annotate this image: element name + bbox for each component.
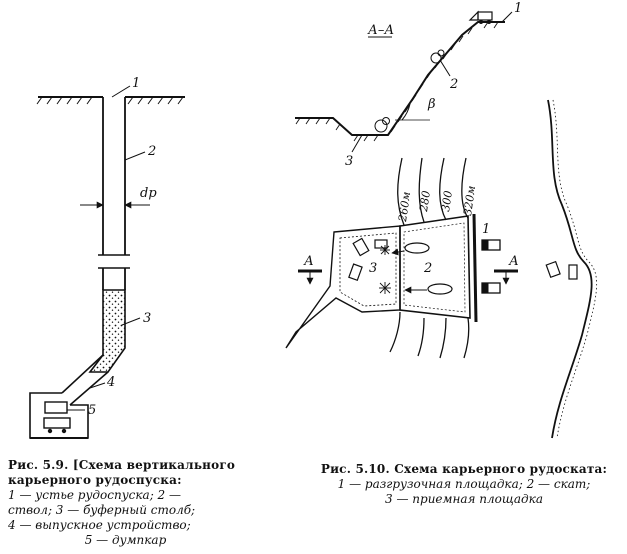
figure-5-9-legend-line-2: ствол; 3 — буферный столб;: [8, 503, 196, 517]
contour-280: [417, 157, 425, 357]
plan-view-figure: [285, 99, 597, 439]
section-label-chute: 2: [449, 77, 458, 92]
profile-hatching: [295, 21, 499, 142]
label-shaft: 2: [147, 144, 156, 159]
figure-5-10-title: Рис. 5.10. Схема карьерного рудоската:: [320, 462, 608, 476]
label-diameter: dр: [140, 186, 157, 201]
contour-260: [389, 157, 405, 353]
buffer-column: [88, 289, 126, 373]
impact-mark-upper: [380, 245, 390, 255]
section-label-receiving: 3: [345, 154, 353, 169]
label-outlet-device: 4: [106, 375, 115, 390]
side-profile-outer: [547, 99, 593, 439]
contour-label-320: 320м: [461, 185, 478, 217]
figure-5-9-legend-line-3: 4 — выпускное устройство;: [8, 518, 191, 532]
slope-angle-arc: [401, 103, 411, 121]
figure-5-9-legend-line-1: 1 — устье рудоспуска; 2 —: [8, 488, 182, 502]
receiving-platform-outline: [285, 225, 401, 349]
outlet-wall-right: [69, 371, 109, 406]
slope-profile: [295, 21, 505, 136]
truck-on-platform: [477, 11, 493, 21]
side-truck-1: [545, 260, 561, 279]
leader-2: [124, 151, 146, 161]
ore-cluster-2: [427, 283, 453, 295]
figure-5-10-legend-line-1: 1 — разгрузочная площадка; 2 — скат;: [337, 477, 591, 491]
chute-inner: [403, 222, 466, 313]
chute-outline: [399, 215, 471, 319]
receiving-platform-inner: [339, 232, 397, 307]
dump-car: [43, 417, 71, 429]
discharge-device: [44, 401, 68, 414]
ore-heap-mid: [430, 52, 442, 64]
outlet-wall-left: [61, 354, 104, 394]
label-wellhead: 1: [132, 76, 140, 91]
truck-receiving-2: [348, 263, 363, 282]
impact-mark-lower: [379, 282, 391, 294]
label-buffer-column: 3: [143, 311, 151, 326]
section-labels: А–А 1 2 3 β: [345, 1, 522, 169]
contour-320: [461, 157, 470, 359]
ore-cluster-1: [404, 242, 430, 254]
leader-4: [89, 382, 106, 389]
cut-label-left: А: [303, 254, 314, 269]
vertical-ore-pass-figure: [29, 85, 185, 439]
section-a-a-figure: [295, 10, 513, 153]
plan-label-chute: 2: [423, 261, 432, 276]
contour-label-260: 260м: [396, 191, 413, 224]
figure-5-10-legend-line-2: 3 — приемная площадка: [385, 492, 543, 506]
contour-label-280: 280: [417, 190, 433, 214]
plan-labels: 260м 280 300 320м 1 2 3 А А: [303, 185, 519, 276]
plan-label-receiving: 3: [369, 261, 377, 276]
figure-5-9-caption: Рис. 5.9. [Схема вертикального карьерног…: [8, 458, 243, 548]
figure-1-labels: 1 2 3 4 5 dр: [88, 76, 157, 418]
ore-heap-bottom: [374, 119, 388, 133]
leader-1: [111, 85, 131, 98]
side-truck-2: [568, 264, 578, 280]
truck-receiving-3: [374, 239, 388, 249]
leader-3: [121, 317, 141, 326]
unloading-platform-edge: [472, 213, 478, 323]
loading-chamber: [29, 392, 89, 439]
figure-5-9-legend-line-4: 5 — думпкар: [84, 533, 167, 547]
section-label-unloading: 1: [514, 1, 522, 16]
figure-5-9-title: Рис. 5.9. [Схема вертикального карьерног…: [8, 458, 236, 487]
contour-300: [439, 157, 447, 359]
cut-label-right: А: [508, 254, 519, 269]
side-profile-inner: [552, 99, 597, 439]
label-dump-car: 5: [88, 403, 96, 418]
contour-label-300: 300: [439, 190, 455, 213]
section-angle: β: [427, 97, 436, 112]
ground-hatching: [36, 96, 184, 105]
section-title: А–А: [367, 23, 394, 38]
plan-label-unloading: 1: [482, 222, 490, 237]
figure-5-10-caption: Рис. 5.10. Схема карьерного рудоската: 1…: [305, 462, 623, 507]
truck-receiving-1: [352, 237, 370, 257]
